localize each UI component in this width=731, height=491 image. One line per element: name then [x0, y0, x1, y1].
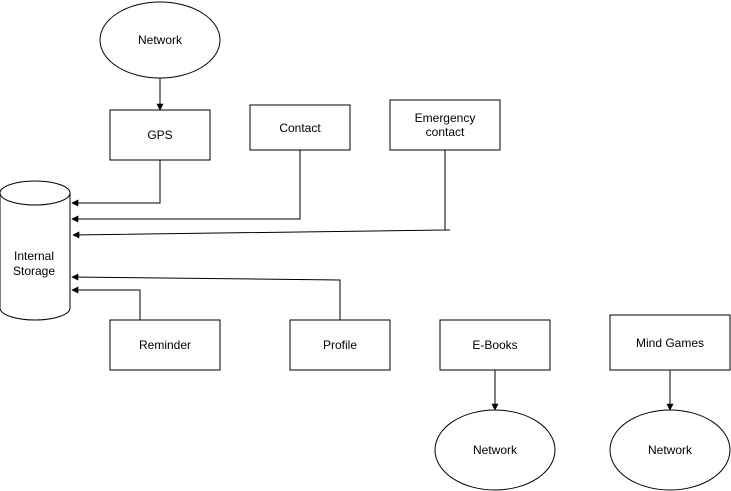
network-ellipse [609, 409, 731, 491]
storage-cylinder-body [0, 180, 71, 321]
network-ellipse [434, 409, 556, 491]
node-reminder[interactable]: Reminder [109, 319, 221, 371]
reminder-box [109, 319, 221, 371]
node-ebooks[interactable]: E-Books [439, 319, 551, 371]
node-label: Network [648, 443, 693, 457]
edge-reminder-to-storage [71, 286, 141, 320]
node-contact[interactable]: Contact [249, 104, 351, 151]
node-internal-storage[interactable]: Internal Storage [0, 180, 71, 321]
node-label-line2: Storage [13, 264, 55, 278]
ebooks-box [439, 319, 551, 371]
node-emergency-contact[interactable]: Emergency contact [389, 99, 501, 151]
node-label: E-Books [472, 338, 517, 352]
mind-games-box [609, 314, 731, 371]
edges [71, 78, 674, 411]
node-mind-games[interactable]: Mind Games [609, 314, 731, 371]
node-gps[interactable]: GPS [109, 109, 211, 161]
emergency-contact-box [389, 99, 501, 151]
node-label: Reminder [139, 338, 191, 352]
node-network-ebooks[interactable]: Network [434, 409, 556, 491]
node-label: Network [473, 443, 518, 457]
node-label: GPS [147, 128, 172, 142]
node-label-line1: Emergency [415, 111, 476, 125]
storage-cylinder-rim [0, 192, 71, 206]
node-label: Contact [279, 121, 321, 135]
edge-emergency-to-storage [73, 150, 450, 235]
edge-gps-to-storage [71, 160, 161, 207]
node-label-line1: Internal [14, 249, 54, 263]
node-network-top[interactable]: Network [99, 1, 221, 79]
node-profile[interactable]: Profile [289, 319, 391, 371]
node-label: Mind Games [636, 336, 704, 350]
edge-contact-to-storage [71, 150, 301, 223]
node-network-games[interactable]: Network [609, 409, 731, 491]
edge-profile-to-storage [71, 273, 341, 320]
profile-box [289, 319, 391, 371]
node-label: Profile [323, 338, 357, 352]
node-label: Network [138, 33, 183, 47]
contact-box [249, 104, 351, 151]
network-ellipse [99, 1, 221, 79]
node-label-line2: contact [426, 125, 465, 139]
gps-box [109, 109, 211, 161]
